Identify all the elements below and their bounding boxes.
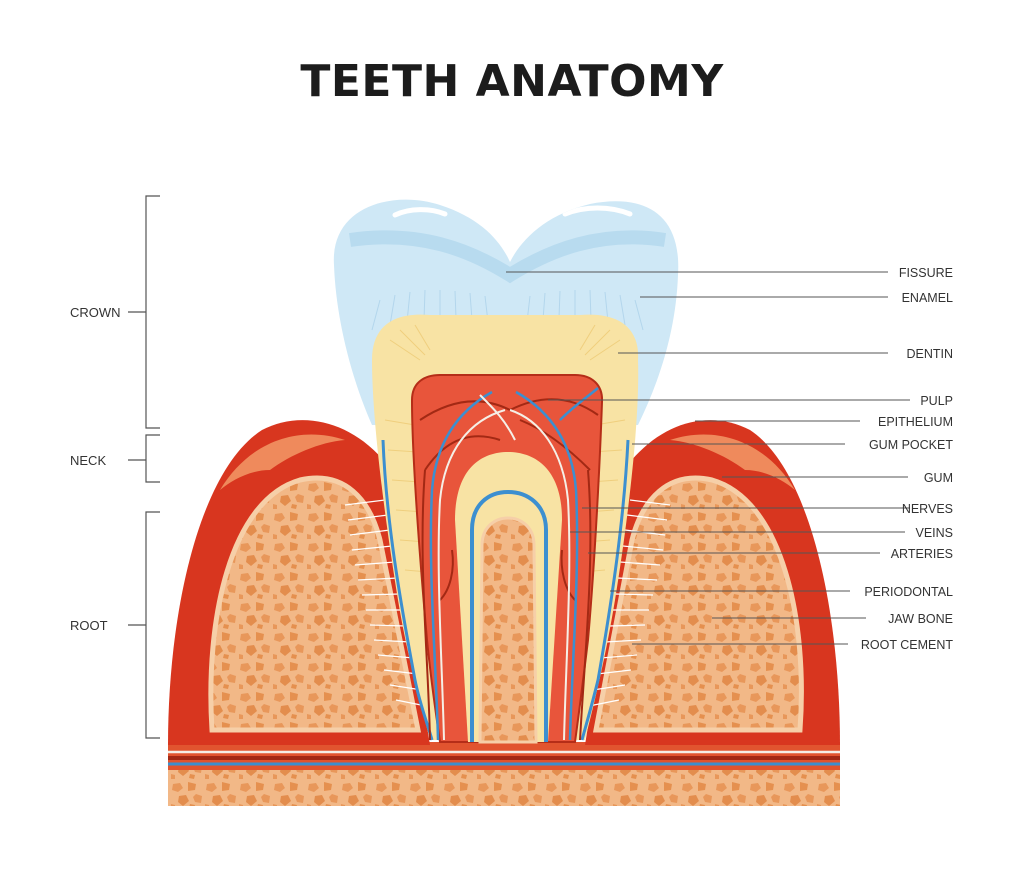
label-jaw-bone: JAW BONE [888,612,953,626]
label-gum-pocket: GUM POCKET [869,438,953,452]
section-brackets [128,195,160,739]
root-cement-right [580,439,630,741]
inner-bone [478,516,538,744]
label-root-cement: ROOT CEMENT [861,638,953,652]
label-nerves: NERVES [902,502,953,516]
veins [429,387,599,741]
periodontal-fibers-right [588,499,671,707]
diagram-title: TEETH ANATOMY [300,56,724,107]
label-arteries: ARTERIES [891,547,953,561]
label-veins: VEINS [915,526,953,540]
jaw-bone-left [208,475,422,733]
arteries [419,398,599,741]
section-label-root: ROOT [70,618,108,633]
label-periodontal: PERIODONTAL [864,585,953,599]
gum-highlight-left [220,434,345,490]
label-epithelium: EPITHELIUM [878,415,953,429]
label-fissure: FISSURE [899,266,953,280]
label-gum: GUM [924,471,953,485]
gum-highlight-right [670,434,795,490]
label-pulp: PULP [920,394,953,408]
inner-cement [470,489,548,742]
section-label-neck: NECK [70,453,106,468]
label-enamel: ENAMEL [902,291,953,305]
jaw-bone-right [592,475,804,733]
jaw-bone-base [168,770,840,806]
nerves [437,394,571,741]
root-cement-left [381,439,434,741]
label-dentin: DENTIN [906,347,953,361]
leader-lines [506,271,910,645]
section-label-crown: CROWN [70,305,121,320]
